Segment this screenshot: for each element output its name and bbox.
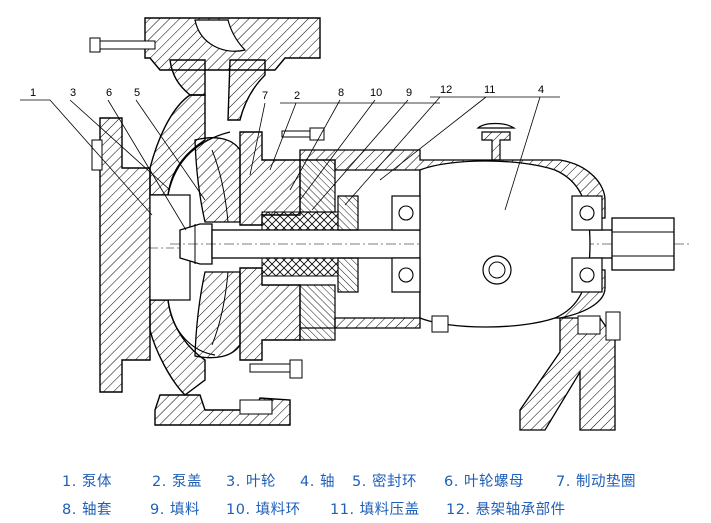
callout-9: 9	[406, 87, 412, 99]
bracket-bolt	[431, 311, 621, 341]
callout-10: 10	[370, 87, 382, 99]
callout-4: 4	[538, 84, 544, 96]
legend-item-12: 12. 悬架轴承部件	[446, 502, 566, 518]
legend-row-2: 8. 轴套 9. 填料 10. 填料环 11. 填料压盖 12. 悬架轴承部件	[0, 498, 711, 522]
legend-item-7: 7. 制动垫圈	[556, 474, 636, 490]
legend-item-1: 1. 泵体	[62, 474, 112, 490]
legend-item-9: 9. 填料	[150, 502, 200, 518]
packing-gland	[337, 195, 359, 293]
callout-11: 11	[484, 84, 495, 96]
flange-bolt-top	[89, 37, 156, 53]
legend-item-6: 6. 叶轮螺母	[444, 474, 524, 490]
bearing-bracket	[299, 122, 616, 431]
callout-7: 7	[262, 90, 268, 102]
rear-bearing	[571, 195, 603, 293]
callout-12: 12	[440, 84, 452, 96]
callout-5: 5	[134, 87, 140, 99]
legend-item-4: 4. 轴	[300, 474, 335, 490]
cover-bolt-top	[281, 127, 325, 141]
callout-2: 2	[294, 90, 300, 102]
cover-bolt-bottom	[249, 359, 303, 379]
pump-body	[91, 17, 321, 426]
pump-cover	[239, 131, 336, 361]
shaft-sleeve	[261, 211, 339, 277]
callout-labels: 1 3 6 5 7 2 8 10 9 12 11 4	[30, 84, 544, 102]
legend-row-1: 1. 泵体 2. 泵盖 3. 叶轮 4. 轴 5. 密封环 6. 叶轮螺母 7.…	[0, 470, 711, 494]
callout-8: 8	[338, 87, 344, 99]
legend-item-8: 8. 轴套	[62, 502, 112, 518]
callout-3: 3	[70, 87, 76, 99]
legend-item-10: 10. 填料环	[226, 502, 301, 518]
legend-item-3: 3. 叶轮	[226, 474, 276, 490]
callout-leaders	[20, 96, 560, 231]
front-bearing	[391, 195, 421, 293]
legend-item-2: 2. 泵盖	[152, 474, 202, 490]
callout-1: 1	[30, 87, 36, 99]
impeller	[194, 137, 241, 359]
parts-legend: 1. 泵体 2. 泵盖 3. 叶轮 4. 轴 5. 密封环 6. 叶轮螺母 7.…	[0, 462, 711, 523]
legend-item-5: 5. 密封环	[352, 474, 417, 490]
callout-6: 6	[106, 87, 112, 99]
legend-item-11: 11. 填料压盖	[330, 502, 420, 518]
